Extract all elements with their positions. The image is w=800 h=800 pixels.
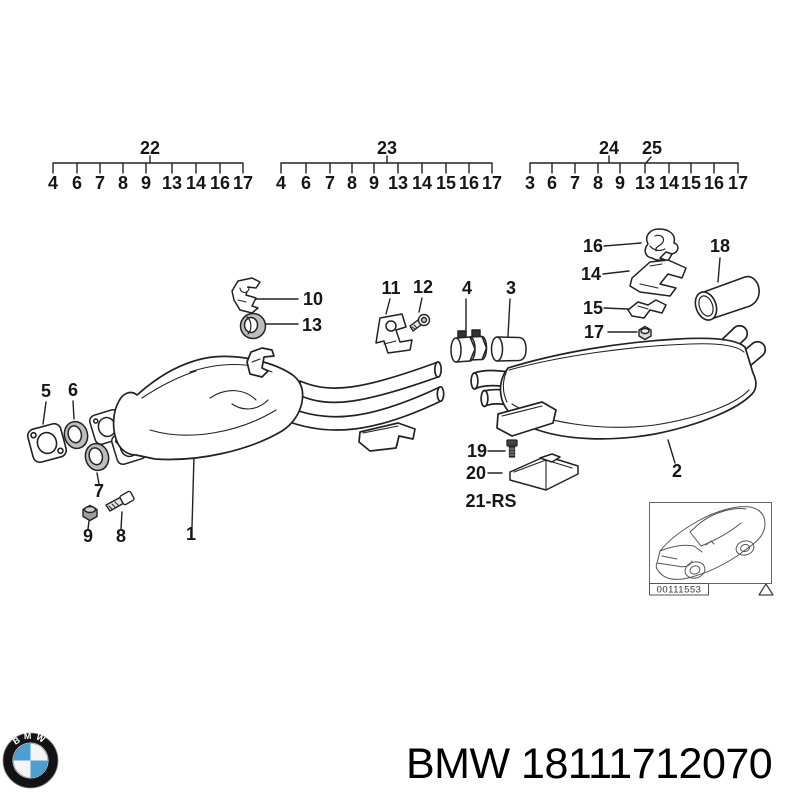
legend-item: 15 xyxy=(681,173,701,193)
legend-item: 9 xyxy=(369,173,379,193)
callout-15: 15 xyxy=(583,298,603,318)
callout-2: 2 xyxy=(672,461,682,481)
inset-image-number: 00111553 xyxy=(657,585,702,596)
bolt-part-8 xyxy=(105,490,135,512)
legend-item: 7 xyxy=(95,173,105,193)
car-thumbnail xyxy=(655,506,766,580)
legend-label-23: 23 xyxy=(377,138,397,158)
legend-item: 13 xyxy=(162,173,182,193)
front-muffler-body xyxy=(112,355,304,461)
legend-label-25: 25 xyxy=(642,138,662,158)
bolt-part-12 xyxy=(409,313,431,332)
callout-18: 18 xyxy=(710,236,730,256)
exhaust-diagram-svg: 22 4 6 7 8 9 13 14 16 17 23 4 6 7 8 9 13… xyxy=(26,138,774,596)
tailpipe-tip-part-18 xyxy=(694,275,760,321)
callout-20: 20 xyxy=(466,463,486,483)
callout-17: 17 xyxy=(584,322,604,342)
callout-14: 14 xyxy=(581,264,601,284)
callout-leader-lines xyxy=(42,242,721,530)
legend-item: 6 xyxy=(72,173,82,193)
legend-label-24: 24 xyxy=(599,138,619,158)
bolt-part-19 xyxy=(506,439,518,458)
legend-item: 14 xyxy=(186,173,206,193)
legend-item: 6 xyxy=(301,173,311,193)
legend-item: 8 xyxy=(593,173,603,193)
nut-part-17 xyxy=(638,325,652,341)
legend-bracket-lines xyxy=(280,155,493,174)
legend-group-22: 22 4 6 7 8 9 13 14 16 17 xyxy=(48,138,253,193)
legend-bracket-lines xyxy=(529,155,739,174)
legend-item: 4 xyxy=(48,173,58,193)
legend-label-22: 22 xyxy=(140,138,160,158)
legend-item: 7 xyxy=(570,173,580,193)
legend-item: 3 xyxy=(525,173,535,193)
callout-7: 7 xyxy=(94,481,104,501)
legend-item: 7 xyxy=(325,173,335,193)
legend-group-23: 23 4 6 7 8 9 13 14 15 16 17 xyxy=(276,138,502,193)
legend-item: 9 xyxy=(615,173,625,193)
legend-item: 14 xyxy=(412,173,432,193)
bracket-part-11 xyxy=(375,313,413,354)
legend-item: 8 xyxy=(347,173,357,193)
callout-6: 6 xyxy=(68,380,78,400)
nut-part-9 xyxy=(82,504,98,522)
legend-item: 14 xyxy=(659,173,679,193)
callout-19: 19 xyxy=(467,441,487,461)
callout-10: 10 xyxy=(303,289,323,309)
bmw-logo: BMW xyxy=(2,731,59,789)
callout-16: 16 xyxy=(583,236,603,256)
callout-3: 3 xyxy=(506,278,516,298)
clamp-bracket-part-10 xyxy=(231,277,261,314)
heat-shield-part-20 xyxy=(509,453,579,491)
rubber-ring-part-13 xyxy=(239,312,267,340)
hanger-bracket-top xyxy=(246,347,275,378)
callout-8: 8 xyxy=(116,526,126,546)
legend-item: 17 xyxy=(233,173,253,193)
legend-group-24-25: 24 25 3 6 7 8 9 13 14 15 16 17 xyxy=(525,138,748,193)
callout-5: 5 xyxy=(41,381,51,401)
flange-part-5 xyxy=(26,422,68,464)
callout-13: 13 xyxy=(302,315,322,335)
part-number-text: BMW 18111712070 xyxy=(406,740,773,788)
legend-item: 8 xyxy=(118,173,128,193)
callout-12: 12 xyxy=(413,277,433,297)
car-locator-inset: 00111553 xyxy=(649,502,774,596)
legend-item: 16 xyxy=(459,173,479,193)
legend-item: 15 xyxy=(436,173,456,193)
legend-item: 17 xyxy=(482,173,502,193)
legend-item: 16 xyxy=(704,173,724,193)
rear-muffler-part-2 xyxy=(470,324,767,440)
legend-item: 6 xyxy=(547,173,557,193)
gasket-ring-part-7 xyxy=(84,442,110,472)
legend-item: 13 xyxy=(635,173,655,193)
bracket-part-15 xyxy=(627,299,667,319)
bmw-roundel-quarters xyxy=(13,743,48,778)
legend-item: 17 xyxy=(728,173,748,193)
double-clamp-part-4 xyxy=(450,329,488,363)
legend-item: 13 xyxy=(388,173,408,193)
callout-4: 4 xyxy=(462,278,472,298)
bracket-part-14 xyxy=(629,251,687,297)
legend-item: 16 xyxy=(210,173,230,193)
callout-9: 9 xyxy=(83,526,93,546)
callout-11: 11 xyxy=(381,278,400,298)
legend-item: 9 xyxy=(141,173,151,193)
sleeve-part-3 xyxy=(490,336,527,362)
callout-21rs: 21-RS xyxy=(465,491,516,511)
rubber-loop-part-16 xyxy=(644,228,679,261)
legend-bracket-lines xyxy=(52,155,244,174)
inset-number-box xyxy=(649,583,709,596)
triangle-marker-icon xyxy=(758,583,774,596)
legend-item: 4 xyxy=(276,173,286,193)
callout-1: 1 xyxy=(186,524,196,544)
gasket-ring-part-6 xyxy=(63,420,89,450)
front-muffler-part-1 xyxy=(112,347,445,461)
